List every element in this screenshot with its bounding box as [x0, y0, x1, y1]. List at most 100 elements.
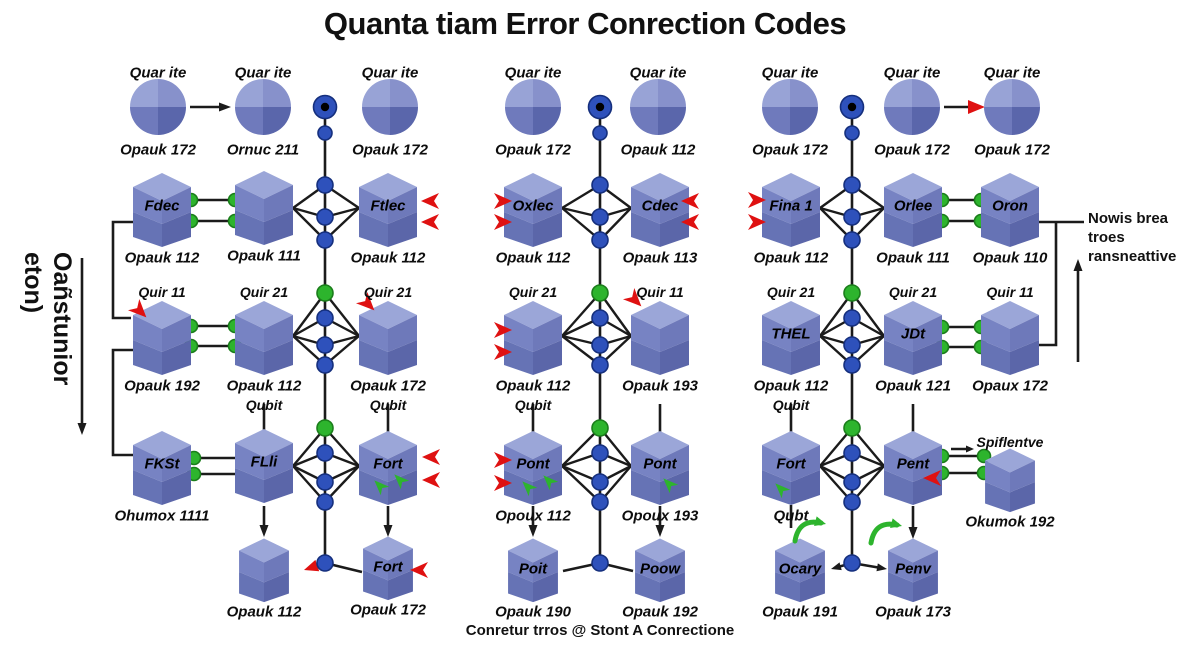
cube-label-above: Spiflentve	[976, 434, 1044, 450]
cube-face	[800, 572, 825, 603]
cube-node	[133, 431, 191, 505]
cube-label-below2: Qubit	[772, 397, 810, 413]
red-arrow-marker	[410, 562, 428, 578]
cube-face	[631, 187, 660, 224]
red-arrow-marker	[748, 192, 766, 208]
sphere-quadrant	[533, 79, 561, 107]
cube-face	[133, 187, 162, 224]
cube-node	[359, 173, 417, 247]
red-arrow-marker	[681, 214, 699, 230]
cube-face	[1010, 187, 1039, 224]
sphere-label-above: Quar ite	[883, 64, 941, 82]
sphere-label-below: Opauk 112	[620, 141, 696, 159]
cube-label-below: Opauk 172	[350, 377, 426, 395]
cube-face	[162, 212, 191, 247]
cube-label-above: Quir 21	[888, 284, 938, 300]
cube-face	[388, 570, 413, 601]
sphere-quadrant	[912, 79, 940, 107]
blue-node-dot	[591, 336, 609, 354]
cube-label-below2: Qubit	[369, 397, 407, 413]
cube-face	[133, 340, 162, 375]
cube-node	[504, 301, 562, 375]
cube-face	[533, 315, 562, 352]
red-arrow-marker	[422, 449, 440, 465]
sphere-quadrant	[984, 107, 1012, 135]
sphere-quadrant	[790, 79, 818, 107]
cube-label: Poit	[518, 560, 548, 578]
cube-face	[1010, 482, 1035, 513]
cube-node	[504, 173, 562, 247]
cube-face	[660, 445, 689, 482]
red-arrow-marker	[494, 344, 512, 360]
cube-face	[363, 570, 388, 601]
sphere-quadrant	[884, 107, 912, 135]
cube-face	[631, 340, 660, 375]
red-arrow-marker	[748, 214, 766, 230]
diagram-title: Quanta tiam Error Conrection Codes	[323, 6, 847, 41]
sphere-quadrant	[158, 79, 186, 107]
cube-node	[359, 431, 417, 505]
sphere-label-below: Opauk 172	[352, 141, 428, 159]
cube-label-below: Opauk 113	[622, 249, 698, 267]
bracket-line	[1039, 222, 1058, 347]
blue-node-dot	[591, 356, 609, 374]
cube-label: FLli	[250, 453, 278, 471]
sphere-label-below: Opauk 172	[495, 141, 571, 159]
cube-face	[359, 212, 388, 247]
cube-label-below: Opauk 112	[226, 603, 302, 621]
cube-face	[884, 470, 913, 505]
cube-face	[504, 212, 533, 247]
cube-face	[762, 445, 791, 482]
sphere-quadrant	[630, 107, 658, 135]
cube-label: Fort	[373, 455, 403, 473]
qubit-sphere	[505, 79, 561, 135]
qubit-sphere	[362, 79, 418, 135]
blue-node-dot	[843, 208, 861, 226]
cube-face	[913, 445, 942, 482]
sphere-quadrant	[1012, 79, 1040, 107]
right-annotation-line1: Nowis brea troes	[1088, 210, 1169, 246]
blue-node-dot	[843, 176, 861, 194]
cube-face	[775, 572, 800, 603]
cube-label: Fort	[776, 455, 806, 473]
cube-label-below: Opauk 112	[226, 377, 302, 395]
cube-label-below: Qubt	[773, 507, 809, 525]
cube-label-above: Quir 11	[636, 284, 684, 300]
cube-face	[533, 550, 558, 583]
cube-face	[133, 470, 162, 505]
cube-face	[162, 340, 191, 375]
bracket-line	[111, 220, 137, 320]
blue-node-dot	[843, 231, 861, 249]
measure-dot-core	[320, 102, 330, 112]
arrowhead	[528, 525, 538, 537]
cube-label-below: Opauk 121	[875, 377, 951, 395]
arrowhead	[966, 445, 974, 453]
cube-label-below: Opauk 191	[762, 603, 838, 621]
cube-label: Ftlec	[370, 197, 406, 215]
cube-face	[660, 340, 689, 375]
green-arrow-marker	[775, 483, 791, 499]
cube-face	[264, 550, 289, 583]
sphere-quadrant	[390, 107, 418, 135]
measure-dot-small	[592, 125, 608, 141]
sphere-quadrant	[658, 107, 686, 135]
arrowhead	[908, 527, 918, 539]
cube-face	[264, 210, 293, 245]
cube-label: Fort	[373, 558, 403, 576]
blue-node-dot	[843, 309, 861, 327]
cube-label: Oron	[992, 197, 1028, 215]
blue-node-dot	[591, 473, 609, 491]
green-curved-arrowhead	[890, 518, 902, 528]
fan-line	[561, 427, 601, 467]
cube-label-above: Quir 21	[766, 284, 816, 300]
cube-label-below: Opoux 112	[495, 507, 571, 525]
cube-face	[660, 550, 685, 583]
cube-face	[631, 212, 660, 247]
cube-face	[388, 445, 417, 482]
red-arrowhead	[968, 100, 985, 114]
cube-face	[888, 550, 913, 583]
sphere-quadrant	[362, 107, 390, 135]
blue-node-dot	[316, 208, 334, 226]
cube-node	[985, 448, 1035, 513]
cube-label: Fdec	[144, 197, 180, 215]
